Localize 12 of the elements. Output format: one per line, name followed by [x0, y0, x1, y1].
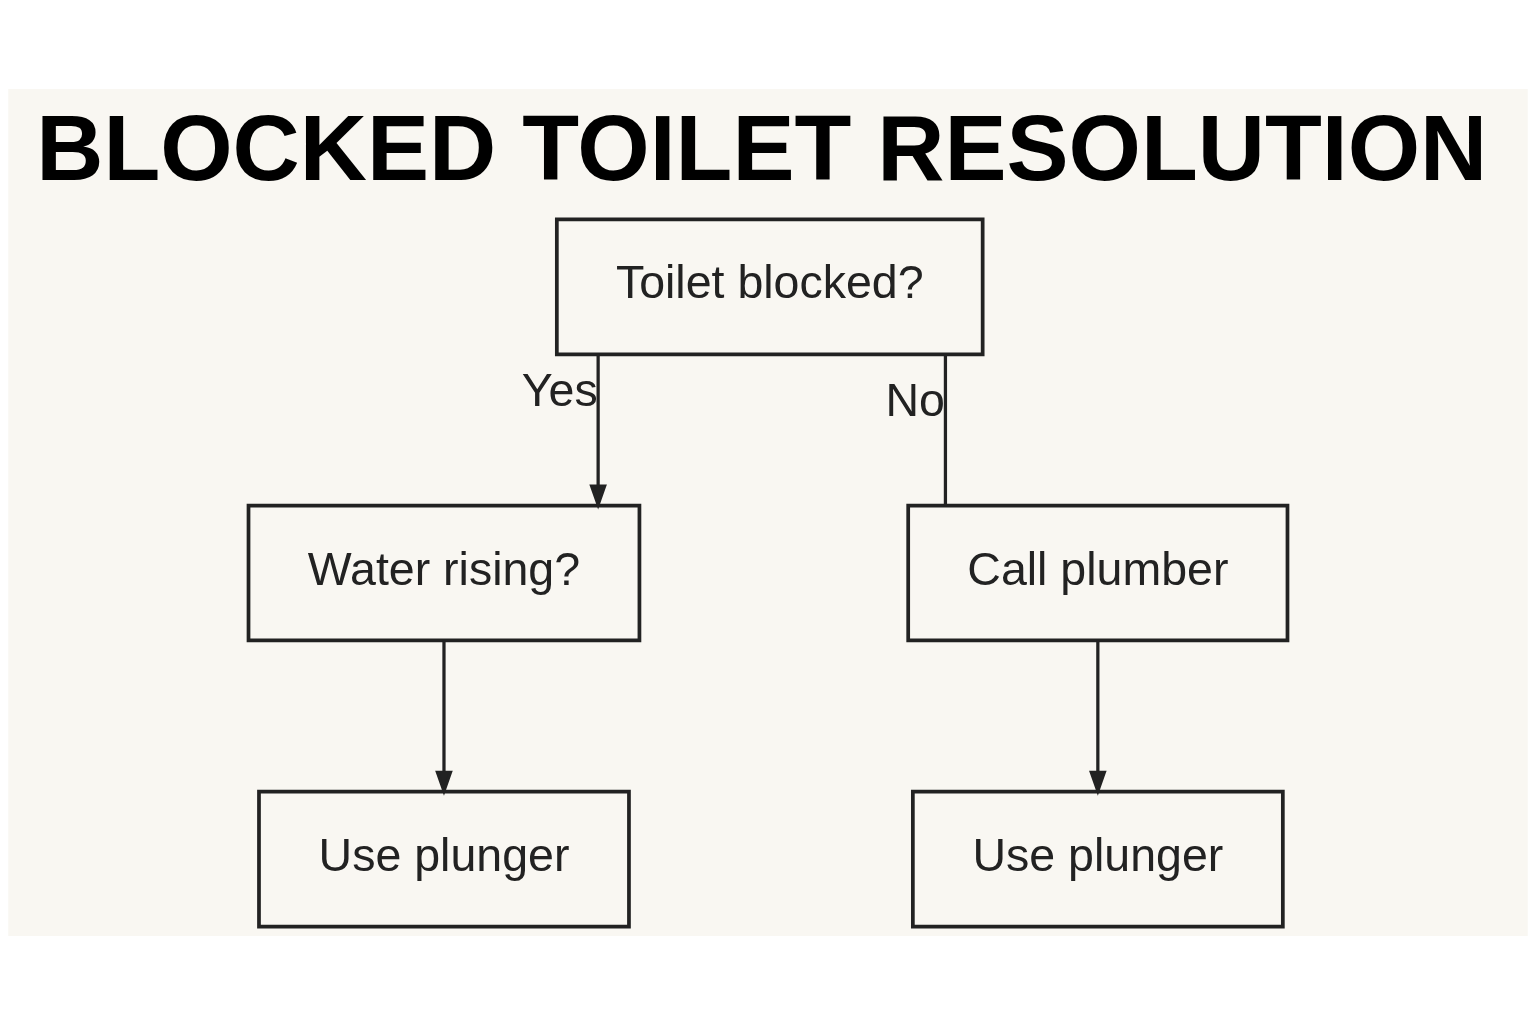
edge-label: Yes [521, 363, 598, 416]
edge-label: No [885, 373, 945, 426]
connector [943, 354, 948, 505]
node-box: Use plunger [911, 789, 1285, 929]
node-box: Water rising? [246, 503, 642, 642]
node-box: Use plunger [257, 789, 631, 929]
arrow [435, 640, 453, 796]
diagram-title: BLOCKED TOILET RESOLUTION [36, 95, 1488, 200]
arrow [1089, 640, 1107, 796]
node-box: Toilet blocked? [554, 216, 985, 356]
node-box: Call plumber [906, 503, 1290, 642]
arrow [589, 354, 607, 510]
